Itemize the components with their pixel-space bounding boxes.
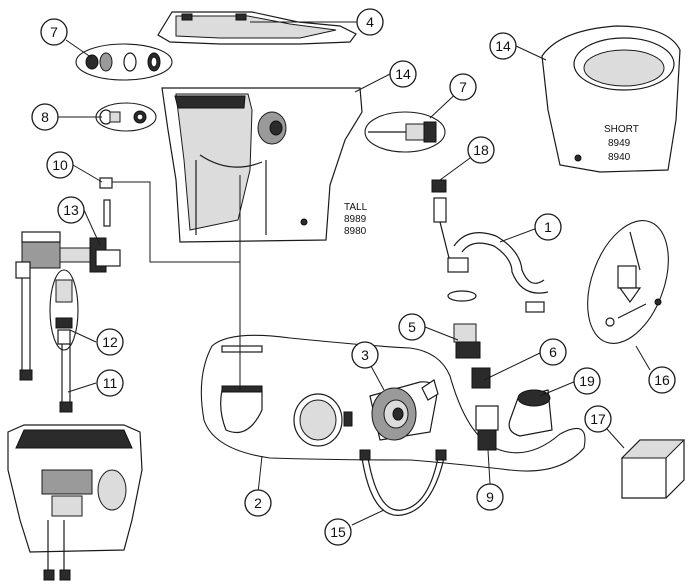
callout-18: 18: [467, 136, 495, 164]
part-pump-group: [200, 175, 586, 472]
part-control-box: [620, 439, 686, 499]
model-label-short: SHORT 8949 8940: [604, 124, 639, 163]
callout-17: 17: [584, 405, 612, 433]
callout-17-label: 17: [590, 411, 606, 427]
model-label-tall-line-2: 8989: [344, 214, 367, 225]
callout-4: 4: [356, 8, 384, 36]
callout-3-label: 3: [361, 347, 369, 363]
part-bowl-tall: [161, 87, 363, 243]
callout-7-left: 7: [40, 18, 68, 46]
callout-1-label: 1: [544, 219, 552, 235]
part-fitting-8: [95, 102, 157, 132]
callout-12-label: 12: [102, 334, 118, 350]
part-supply-hose: [19, 278, 73, 413]
callout-7-right: 7: [449, 73, 477, 101]
part-filter: [49, 269, 79, 351]
callout-2-label: 2: [254, 495, 262, 511]
callout-8-label: 8: [41, 109, 49, 125]
model-label-short-line-3: 8940: [608, 152, 631, 163]
callout-2: 2: [244, 489, 272, 517]
callout-11-label: 11: [103, 375, 118, 391]
part-seal-rings: [75, 43, 173, 81]
callout-18-label: 18: [473, 142, 489, 158]
callout-12: 12: [96, 328, 124, 356]
callout-4-label: 4: [366, 14, 374, 30]
part-discharge-hose: [431, 179, 553, 451]
callout-14-short-label: 14: [495, 38, 511, 54]
model-label-tall-line-1: TALL: [344, 202, 368, 213]
callout-6: 6: [539, 338, 567, 366]
callout-8: 8: [31, 103, 59, 131]
callout-16: 16: [648, 366, 676, 394]
callout-19: 19: [573, 367, 601, 395]
callout-14-short: 14: [489, 32, 517, 60]
part-valve-assembly: [15, 231, 121, 279]
callout-9: 9: [476, 483, 504, 511]
part-spray-nozzle: [364, 111, 446, 153]
part-strap: [359, 449, 447, 516]
callout-14-tall: 14: [389, 60, 417, 88]
callout-10: 10: [46, 151, 74, 179]
callout-13: 13: [57, 196, 85, 224]
model-label-short-line-2: 8949: [608, 138, 631, 149]
part-mounting-kit: [587, 220, 669, 344]
part-base-cutaway: [7, 424, 143, 581]
callout-5-label: 5: [408, 319, 416, 335]
callout-5: 5: [398, 313, 426, 341]
callout-7-left-label: 7: [50, 24, 58, 40]
callout-11: 11: [96, 369, 124, 397]
callout-3: 3: [351, 341, 379, 369]
callout-15-label: 15: [330, 524, 346, 540]
callout-14-tall-label: 14: [395, 66, 411, 82]
callout-15: 15: [324, 518, 352, 546]
part-macerator-pump: [369, 379, 439, 441]
model-label-short-line-1: SHORT: [604, 124, 639, 135]
model-label-tall: TALL 8989 8980: [344, 202, 368, 237]
callout-1: 1: [534, 213, 562, 241]
callout-7-right-label: 7: [459, 79, 467, 95]
callout-16-label: 16: [654, 372, 670, 388]
part-seat-cover: [157, 11, 357, 45]
part-bowl-short: [541, 25, 681, 173]
callout-19-label: 19: [579, 373, 595, 389]
callout-10-label: 10: [52, 157, 68, 173]
callout-6-label: 6: [549, 344, 557, 360]
callout-9-label: 9: [486, 489, 494, 505]
model-label-tall-line-3: 8980: [344, 226, 367, 237]
callout-13-label: 13: [63, 202, 79, 218]
